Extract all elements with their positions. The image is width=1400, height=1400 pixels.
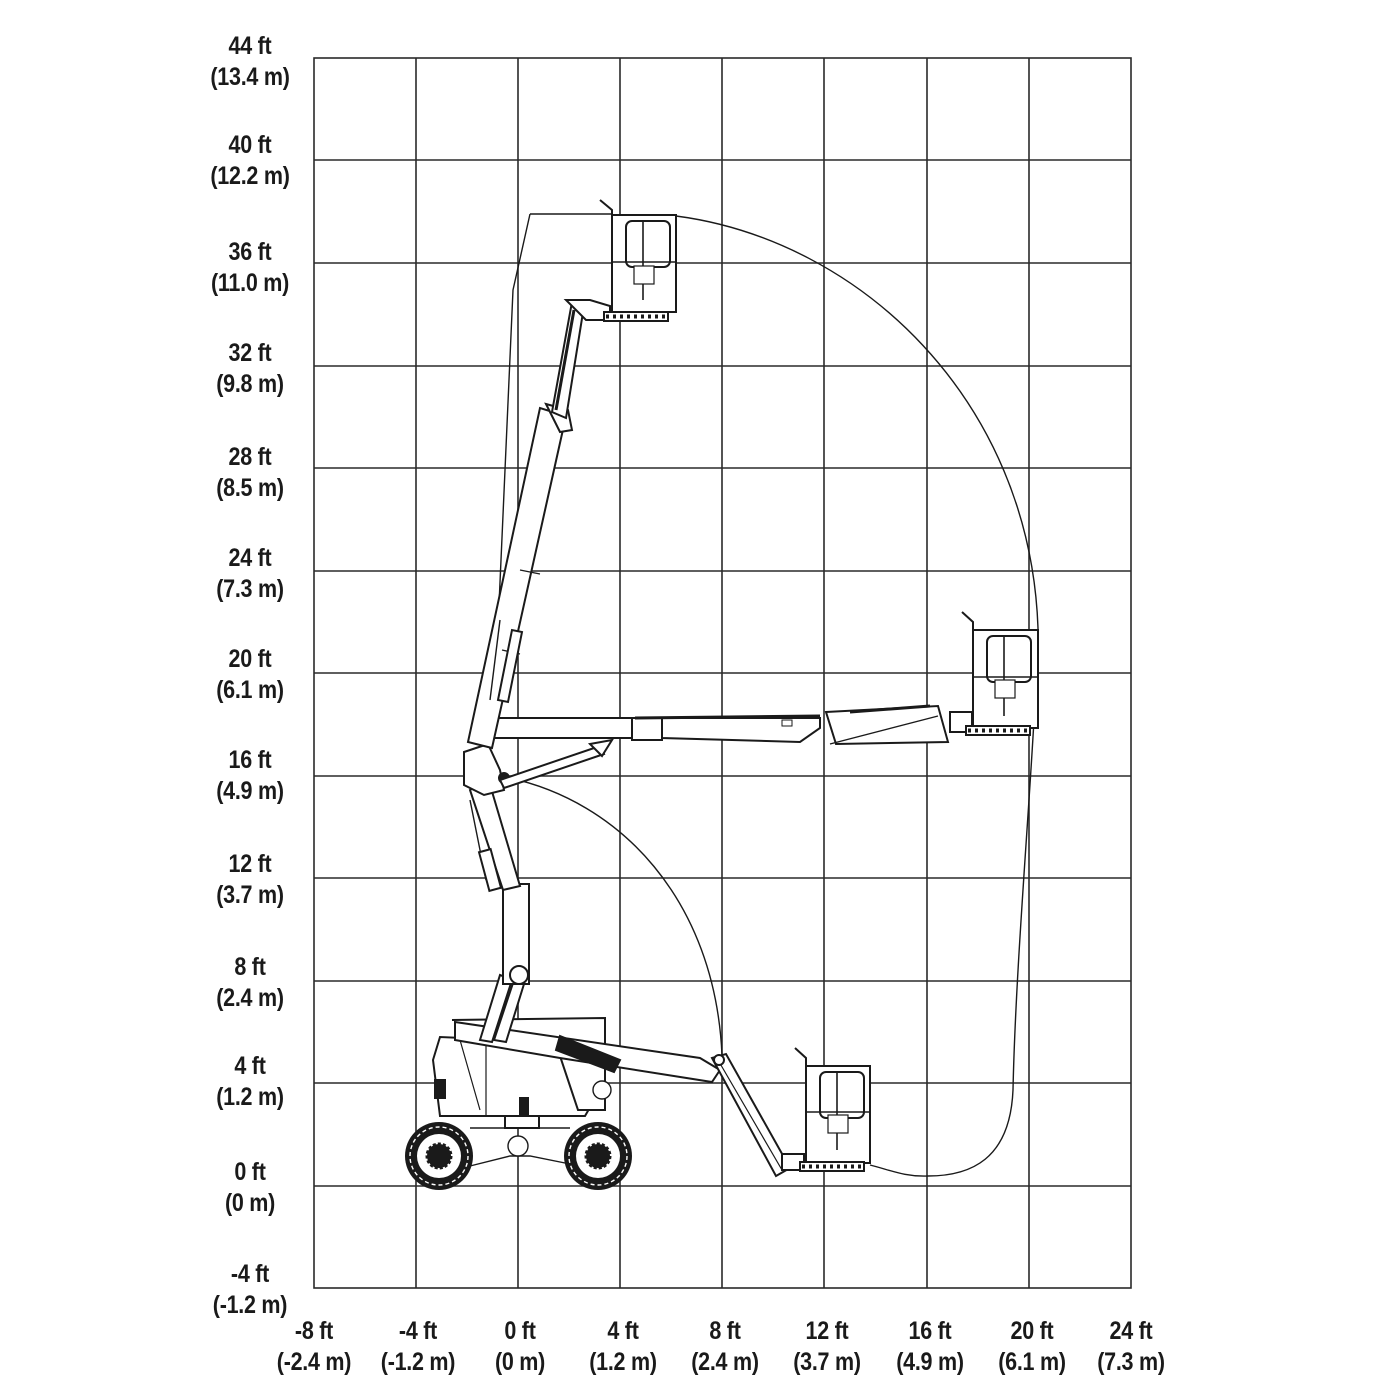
boom-horizontal <box>484 704 973 790</box>
wheel-rear <box>405 1122 473 1190</box>
x-tick-0: 0 ft(0 m) <box>494 1317 546 1376</box>
envelope-inner-arc <box>504 776 723 1056</box>
y-tick-32: 32 ft(9.8 m) <box>216 339 284 398</box>
boom-low-position <box>454 1020 805 1178</box>
boom-vertical <box>466 299 611 750</box>
y-tick-36: 36 ft(11.0 m) <box>210 238 289 297</box>
wheel-front <box>564 1122 632 1190</box>
y-tick-24: 24 ft(7.3 m) <box>216 544 284 603</box>
y-tick-44: 44 ft(13.4 m) <box>210 32 290 91</box>
x-tick-20: 20 ft(6.1 m) <box>998 1317 1066 1376</box>
platform-top <box>599 199 677 322</box>
x-tick-minus-8: -8 ft(-2.4 m) <box>276 1317 352 1376</box>
platform-outreach <box>961 611 1039 736</box>
x-tick-16: 16 ft(4.9 m) <box>896 1317 964 1376</box>
y-tick-20: 20 ft(6.1 m) <box>216 645 284 704</box>
x-tick-12: 12 ft(3.7 m) <box>793 1317 861 1376</box>
x-tick-4: 4 ft(1.2 m) <box>589 1317 657 1376</box>
envelope-outer <box>530 213 1039 1177</box>
platform-low <box>794 1047 871 1172</box>
y-tick-minus-4: -4 ft(-1.2 m) <box>212 1260 288 1319</box>
working-envelope <box>484 213 1039 1177</box>
y-tick-16: 16 ft(4.9 m) <box>216 746 284 805</box>
y-tick-8: 8 ft(2.4 m) <box>216 953 284 1012</box>
y-tick-0: 0 ft(0 m) <box>224 1158 276 1217</box>
x-tick-24: 24 ft(7.3 m) <box>1097 1317 1165 1376</box>
y-tick-28: 28 ft(8.5 m) <box>216 443 284 502</box>
knuckle-joint <box>463 742 510 797</box>
y-tick-40: 40 ft(12.2 m) <box>210 131 290 190</box>
y-tick-12: 12 ft(3.7 m) <box>216 850 284 909</box>
x-tick-8: 8 ft(2.4 m) <box>691 1317 759 1376</box>
x-tick-minus-4: -4 ft(-1.2 m) <box>380 1317 456 1376</box>
lower-riser <box>468 776 530 1044</box>
y-tick-4: 4 ft(1.2 m) <box>216 1052 284 1111</box>
